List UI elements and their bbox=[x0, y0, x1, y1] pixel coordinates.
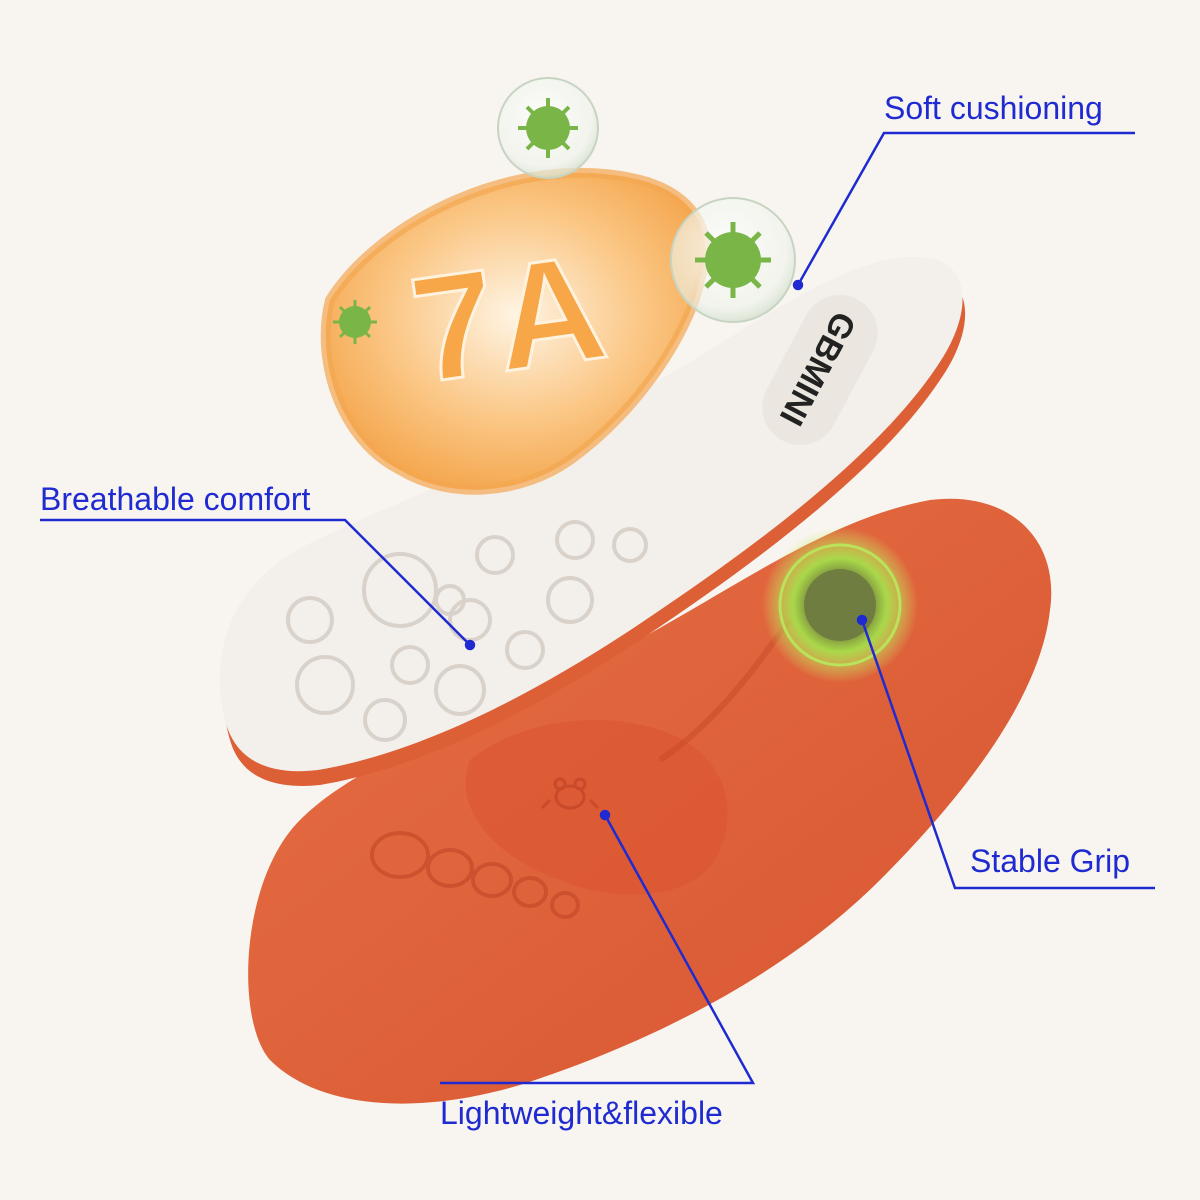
virus-small-left bbox=[333, 300, 377, 344]
shield-text: 7A bbox=[402, 222, 615, 415]
antibacterial-shield: 7A bbox=[320, 167, 711, 495]
bug-emblem-icon bbox=[540, 777, 600, 810]
label-lightweight-flexible: Lightweight&flexible bbox=[440, 1095, 723, 1131]
virus-bubble-right bbox=[670, 197, 796, 323]
brand-badge: GBMINI bbox=[762, 294, 878, 446]
top-insole: GBMINI bbox=[219, 256, 966, 786]
toe-dots bbox=[370, 831, 580, 919]
label-stable-grip: Stable Grip bbox=[970, 843, 1131, 879]
callout-lightweight bbox=[440, 814, 756, 1085]
breathing-holes bbox=[286, 520, 648, 742]
callout-breathable bbox=[40, 518, 471, 646]
grip-heel-pad bbox=[762, 527, 918, 683]
callout-soft bbox=[796, 131, 1135, 286]
label-breathable-comfort: Breathable comfort bbox=[40, 481, 311, 517]
label-soft-cushioning: Soft cushioning bbox=[884, 90, 1103, 126]
callout-lines bbox=[40, 131, 1155, 1085]
virus-bubble-top bbox=[497, 77, 599, 179]
callout-grip bbox=[860, 619, 1155, 890]
bottom-insole bbox=[248, 498, 1052, 1104]
